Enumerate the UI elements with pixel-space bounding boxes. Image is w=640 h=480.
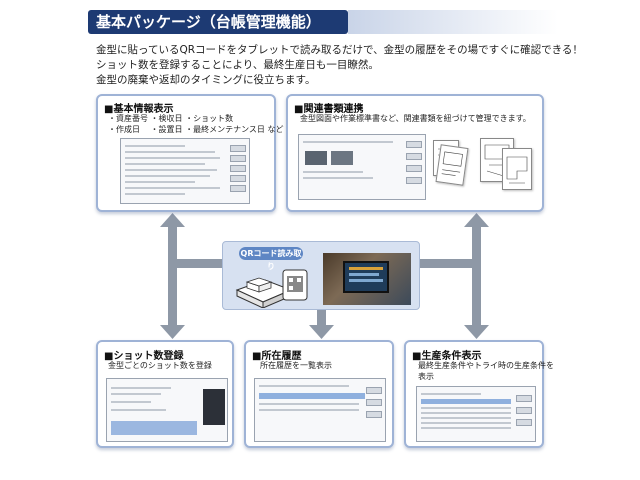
panel-shot-title: ■ショット数登録 — [104, 351, 184, 362]
panel-location-desc-1: 所在履歴を一覧表示 — [260, 361, 332, 370]
production-screenshot — [416, 386, 536, 442]
page-title: 基本パッケージ（台帳管理機能） — [88, 10, 348, 34]
location-header-row — [259, 393, 365, 399]
panel-production-title: ■生産条件表示 — [412, 351, 482, 362]
arrow-down-left-icon — [160, 325, 185, 339]
panel-basic-info: ■基本情報表示 ・資産番号 ・検収日 ・ショット数 ・作成日 ・設置日 ・最終メ… — [96, 94, 283, 212]
docs-thumb-2 — [331, 151, 353, 165]
panel-production-desc-2: 表示 — [418, 372, 434, 381]
arrow-up-left-icon — [160, 213, 185, 227]
document-drawing-2 — [502, 148, 532, 190]
arrow-up-right-icon — [464, 213, 489, 227]
qr-label: QRコード読み取り — [239, 247, 303, 271]
basic-info-screenshot — [120, 138, 250, 204]
intro-line-3: 金型の廃棄や返却のタイミングに役立ちます。 — [96, 74, 316, 86]
panel-docs-title: ■関連書類連携 — [294, 104, 364, 115]
arrow-down-right-icon — [464, 325, 489, 339]
numeric-keypad — [203, 389, 225, 425]
panel-basic-desc-1: ・資産番号 ・検収日 ・ショット数 — [108, 114, 234, 123]
panel-docs-desc-1: 金型図面や作業標準書など、関連書類を紐づけて管理できます。 — [300, 114, 531, 123]
title-fade — [348, 10, 558, 34]
center-qr-box: QRコード読み取り — [222, 241, 420, 310]
mold-qr-illustration-icon — [235, 269, 308, 308]
shot-count-screenshot — [106, 378, 228, 442]
intro-line-2: ショット数を登録することにより、最終生産日も一目瞭然。 — [96, 59, 379, 71]
arrow-down-center-icon — [309, 325, 334, 339]
location-screenshot — [254, 378, 386, 442]
tablet-screen — [343, 261, 389, 293]
docs-screenshot — [298, 134, 426, 200]
docs-thumb-1 — [305, 151, 327, 165]
panel-location-title: ■所在履歴 — [252, 351, 302, 362]
panel-shot-desc-1: 金型ごとのショット数を登録 — [108, 361, 212, 370]
tablet-photo — [323, 253, 411, 305]
panel-basic-desc-2: ・作成日 ・設置日 ・最終メンテナンス日 など — [108, 125, 284, 134]
panel-basic-title: ■基本情報表示 — [104, 104, 174, 115]
panel-production-desc-1: 最終生産条件やトライ時の生産条件を — [418, 361, 554, 370]
panel-shot-count: ■ショット数登録 金型ごとのショット数を登録 — [96, 340, 234, 448]
panel-production-conditions: ■生産条件表示 最終生産条件やトライ時の生産条件を 表示 — [404, 340, 554, 448]
panel-related-docs: ■関連書類連携 金型図面や作業標準書など、関連書類を紐づけて管理できます。 — [286, 94, 544, 212]
intro-line-1: 金型に貼っているQRコードをタブレットで読み取るだけで、金型の履歴をその場ですぐ… — [96, 44, 583, 56]
document-page-2 — [435, 144, 469, 186]
shot-table — [111, 421, 197, 435]
panel-location-history: ■所在履歴 所在履歴を一覧表示 — [244, 340, 394, 448]
production-header-row — [421, 399, 511, 404]
